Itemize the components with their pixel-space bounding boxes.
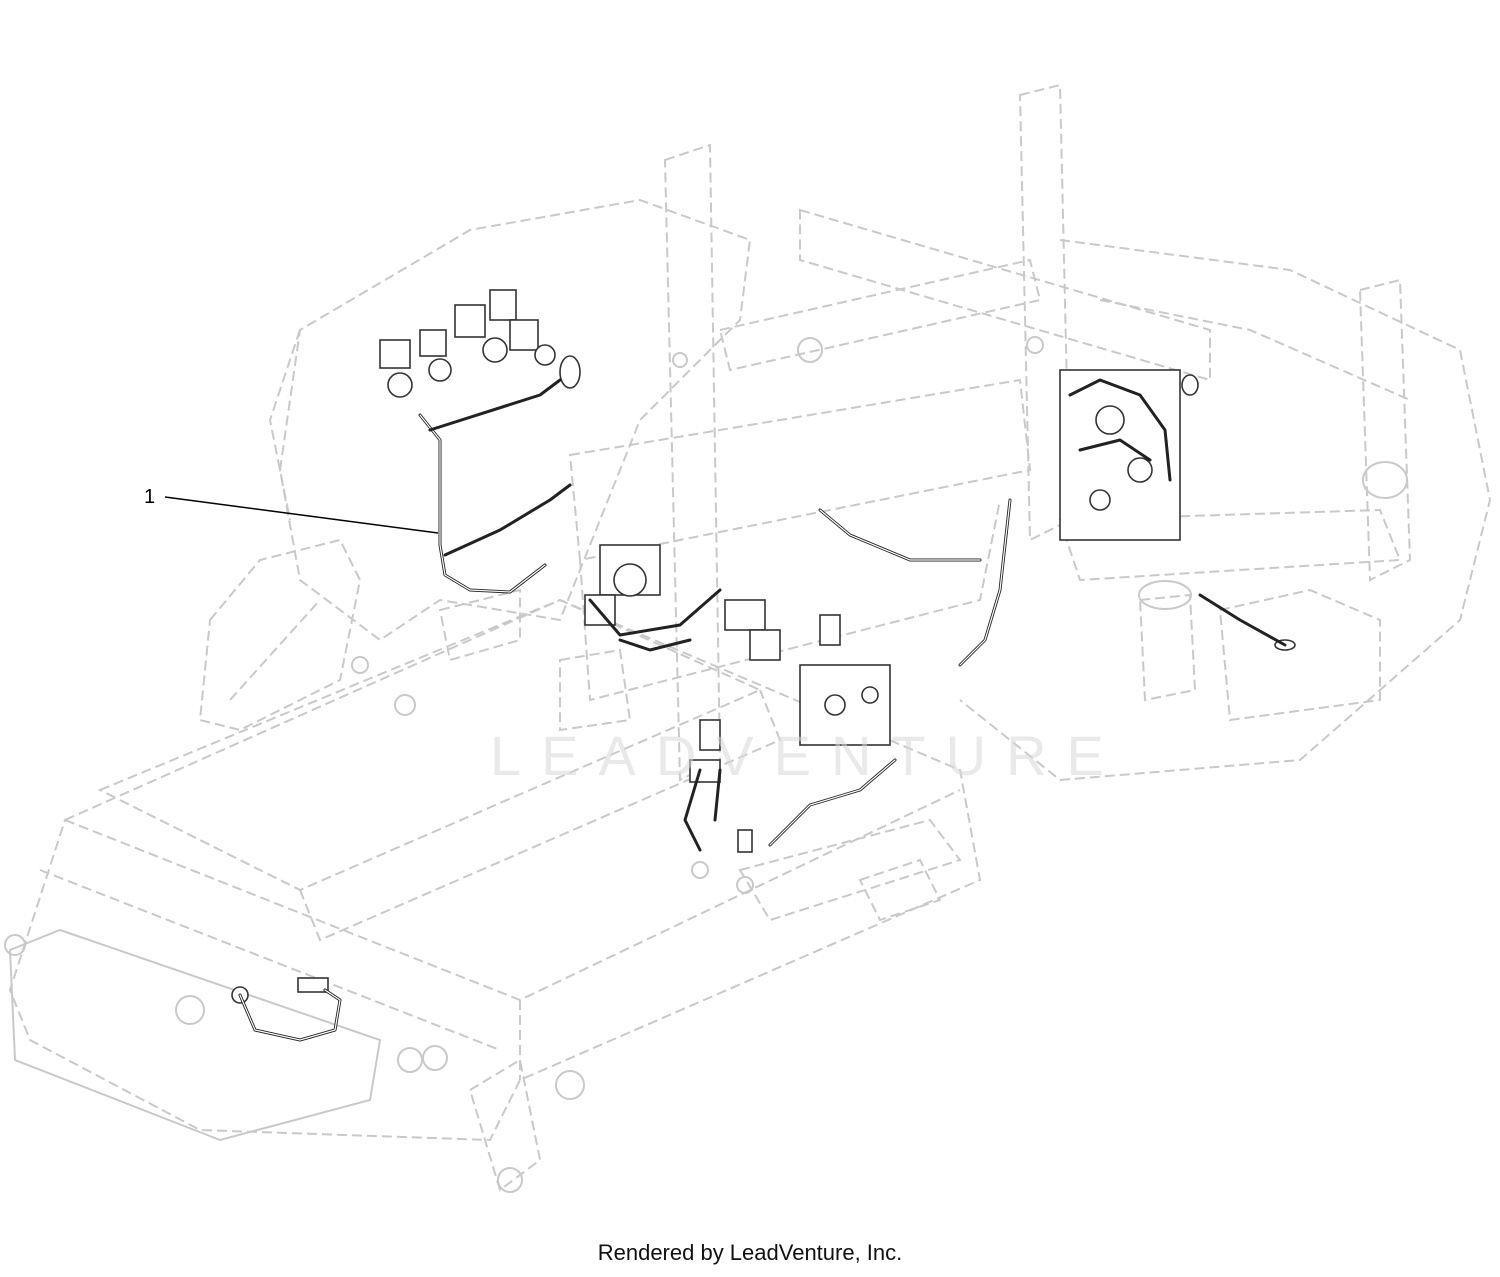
electrical-components bbox=[231, 289, 1296, 1004]
relay-component bbox=[379, 339, 411, 369]
chassis-frame bbox=[4, 83, 1492, 1193]
footer-credit: Rendered by LeadVenture, Inc. bbox=[597, 1240, 903, 1265]
watermark-text: LEADVENTURE bbox=[490, 724, 1124, 787]
wiring-harness bbox=[238, 378, 1287, 1042]
callout-label: 1 bbox=[144, 486, 155, 508]
leader-line bbox=[164, 496, 439, 534]
callout-1: 1 bbox=[144, 486, 439, 534]
